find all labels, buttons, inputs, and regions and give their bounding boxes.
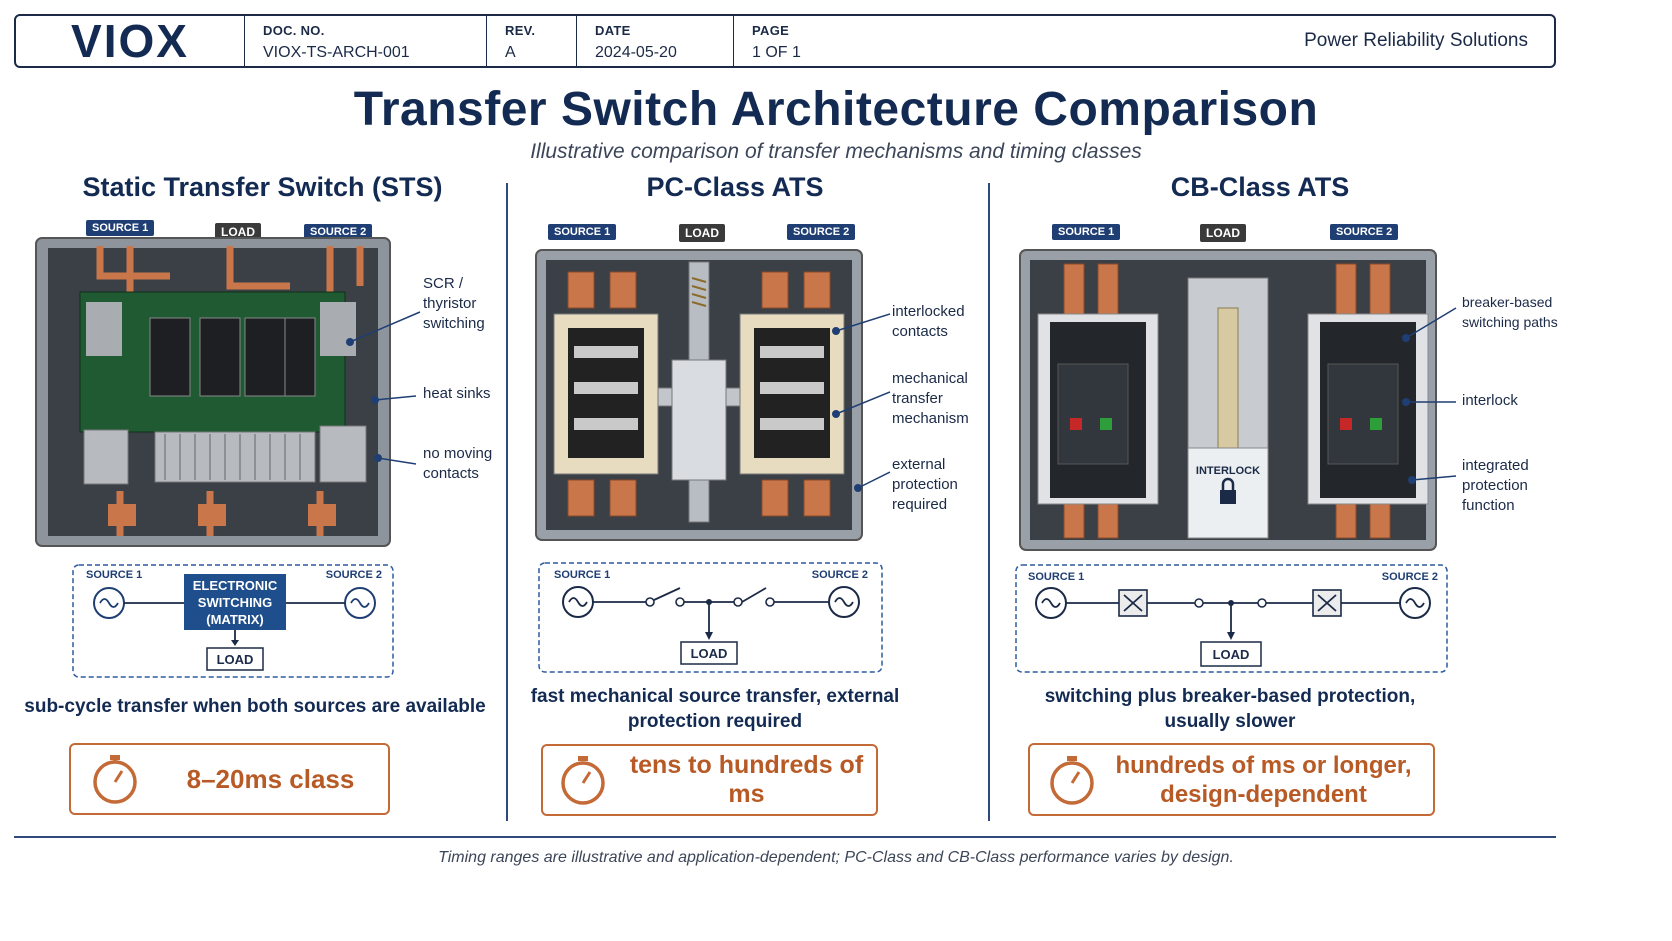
svg-text:ELECTRONIC: ELECTRONIC <box>193 578 278 593</box>
sts-callout-no-moving: no moving contacts <box>423 445 493 482</box>
pc-callout-interlocked: interlocked contacts <box>892 303 965 340</box>
sts-description: sub-cycle transfer when both sources are… <box>24 696 486 717</box>
stopwatch-icon <box>561 756 605 805</box>
footer-rule <box>14 836 1556 838</box>
stopwatch-icon <box>93 755 137 804</box>
logo-mark: VIOX <box>71 19 189 63</box>
sts-cabinet-illustration <box>35 237 391 547</box>
sts-timing-text: 8–20ms class <box>186 763 355 794</box>
cb-description: switching plus breaker-based protection,… <box>1044 686 1416 732</box>
cb-timing-box: hundreds of ms or longer, design-depende… <box>1028 743 1435 816</box>
cb-load-tag: LOAD <box>1200 224 1246 242</box>
pc-sch-source1: SOURCE 1 <box>554 569 610 581</box>
pc-schematic: SOURCE 1 SOURCE 2 LOAD <box>538 562 883 673</box>
sts-leader-lines <box>346 311 421 465</box>
rev-value: A <box>505 44 516 61</box>
date-cell: DATE 2024-05-20 <box>576 16 733 66</box>
viox-logo: VIOX <box>16 16 244 66</box>
svg-text:SWITCHING: SWITCHING <box>198 595 272 610</box>
cb-schematic: SOURCE 1 SOURCE 2 LOAD <box>1015 564 1448 673</box>
cb-title: CB-Class ATS <box>1170 172 1350 202</box>
doc-no-cell: DOC. NO. VIOX-TS-ARCH-001 <box>244 16 486 66</box>
sts-title: Static Transfer Switch (STS) <box>82 172 443 202</box>
cb-callout-integrated-protection: integrated protection function <box>1462 457 1529 514</box>
cb-sch-load: LOAD <box>1213 647 1250 662</box>
rev-cell: REV. A <box>486 16 576 66</box>
cb-callout-breaker-paths: breaker-based switching paths <box>1462 294 1558 330</box>
cb-ats-illustration: INTERLOCK <box>1019 249 1437 551</box>
page-value: 1 OF 1 <box>752 44 801 61</box>
page-label: PAGE <box>752 23 790 38</box>
column-divider <box>988 183 990 821</box>
cb-interlock-label: INTERLOCK <box>1196 465 1260 477</box>
pc-description: fast mechanical source transfer, externa… <box>530 686 900 732</box>
pc-title: PC-Class ATS <box>646 172 824 202</box>
sts-sch-source2: SOURCE 2 <box>326 569 382 581</box>
cb-timing-text: hundreds of ms or longer, design-depende… <box>1115 751 1412 808</box>
stopwatch-icon <box>1050 755 1094 805</box>
footer-note: Timing ranges are illustrative and appli… <box>438 849 1234 866</box>
pc-sch-source2: SOURCE 2 <box>812 569 868 581</box>
rev-label: REV. <box>505 23 536 38</box>
sts-sch-source1: SOURCE 1 <box>86 569 142 581</box>
cb-sch-source2: SOURCE 2 <box>1382 571 1438 583</box>
cb-leader-lines <box>1402 307 1457 484</box>
pc-source1-tag: SOURCE 1 <box>548 224 617 240</box>
svg-text:VIOX: VIOX <box>71 19 189 63</box>
pc-callout-mechanism: mechanical transfer mechanism <box>892 370 969 427</box>
pc-callout-external-protection: external protection required <box>892 456 958 513</box>
pc-timing-text: tens to hundreds of ms <box>629 751 864 808</box>
date-value: 2024-05-20 <box>595 44 677 61</box>
doc-no-label: DOC. NO. <box>263 23 325 38</box>
date-label: DATE <box>595 23 631 38</box>
column-divider <box>506 183 508 821</box>
cb-source1-tag: SOURCE 1 <box>1052 224 1121 240</box>
pc-ats-illustration <box>535 249 863 541</box>
sts-schematic: SOURCE 1 SOURCE 2 ELECTRONIC SWITCHING (… <box>72 564 394 678</box>
document-header: VIOX DOC. NO. VIOX-TS-ARCH-001 REV. A DA… <box>14 14 1556 68</box>
sts-sch-load: LOAD <box>217 652 254 667</box>
sts-callout-heatsinks: heat sinks <box>423 385 491 402</box>
sts-timing-box: 8–20ms class <box>69 743 390 815</box>
pc-source2-tag: SOURCE 2 <box>787 224 856 240</box>
cb-source2-tag: SOURCE 2 <box>1330 224 1399 240</box>
doc-no-value: VIOX-TS-ARCH-001 <box>263 44 410 61</box>
sts-source1-tag: SOURCE 1 <box>86 220 155 236</box>
cb-sch-source1: SOURCE 1 <box>1028 571 1084 583</box>
sts-callout-scr: SCR / thyristor switching <box>423 275 485 332</box>
page-title: Transfer Switch Architecture Comparison <box>353 83 1319 136</box>
cb-callout-interlock: interlock <box>1462 392 1518 409</box>
company-tagline: Power Reliability Solutions <box>1304 30 1528 51</box>
sts-load-tag: LOAD <box>215 223 261 241</box>
pc-sch-load: LOAD <box>691 646 728 661</box>
page-cell: PAGE 1 OF 1 <box>733 16 893 66</box>
sts-source2-tag: SOURCE 2 <box>304 224 373 240</box>
pc-timing-box: tens to hundreds of ms <box>541 744 878 816</box>
svg-text:(MATRIX): (MATRIX) <box>206 612 264 627</box>
page-subtitle: Illustrative comparison of transfer mech… <box>530 140 1142 163</box>
pc-leader-lines <box>832 313 891 492</box>
pc-load-tag: LOAD <box>679 224 725 242</box>
